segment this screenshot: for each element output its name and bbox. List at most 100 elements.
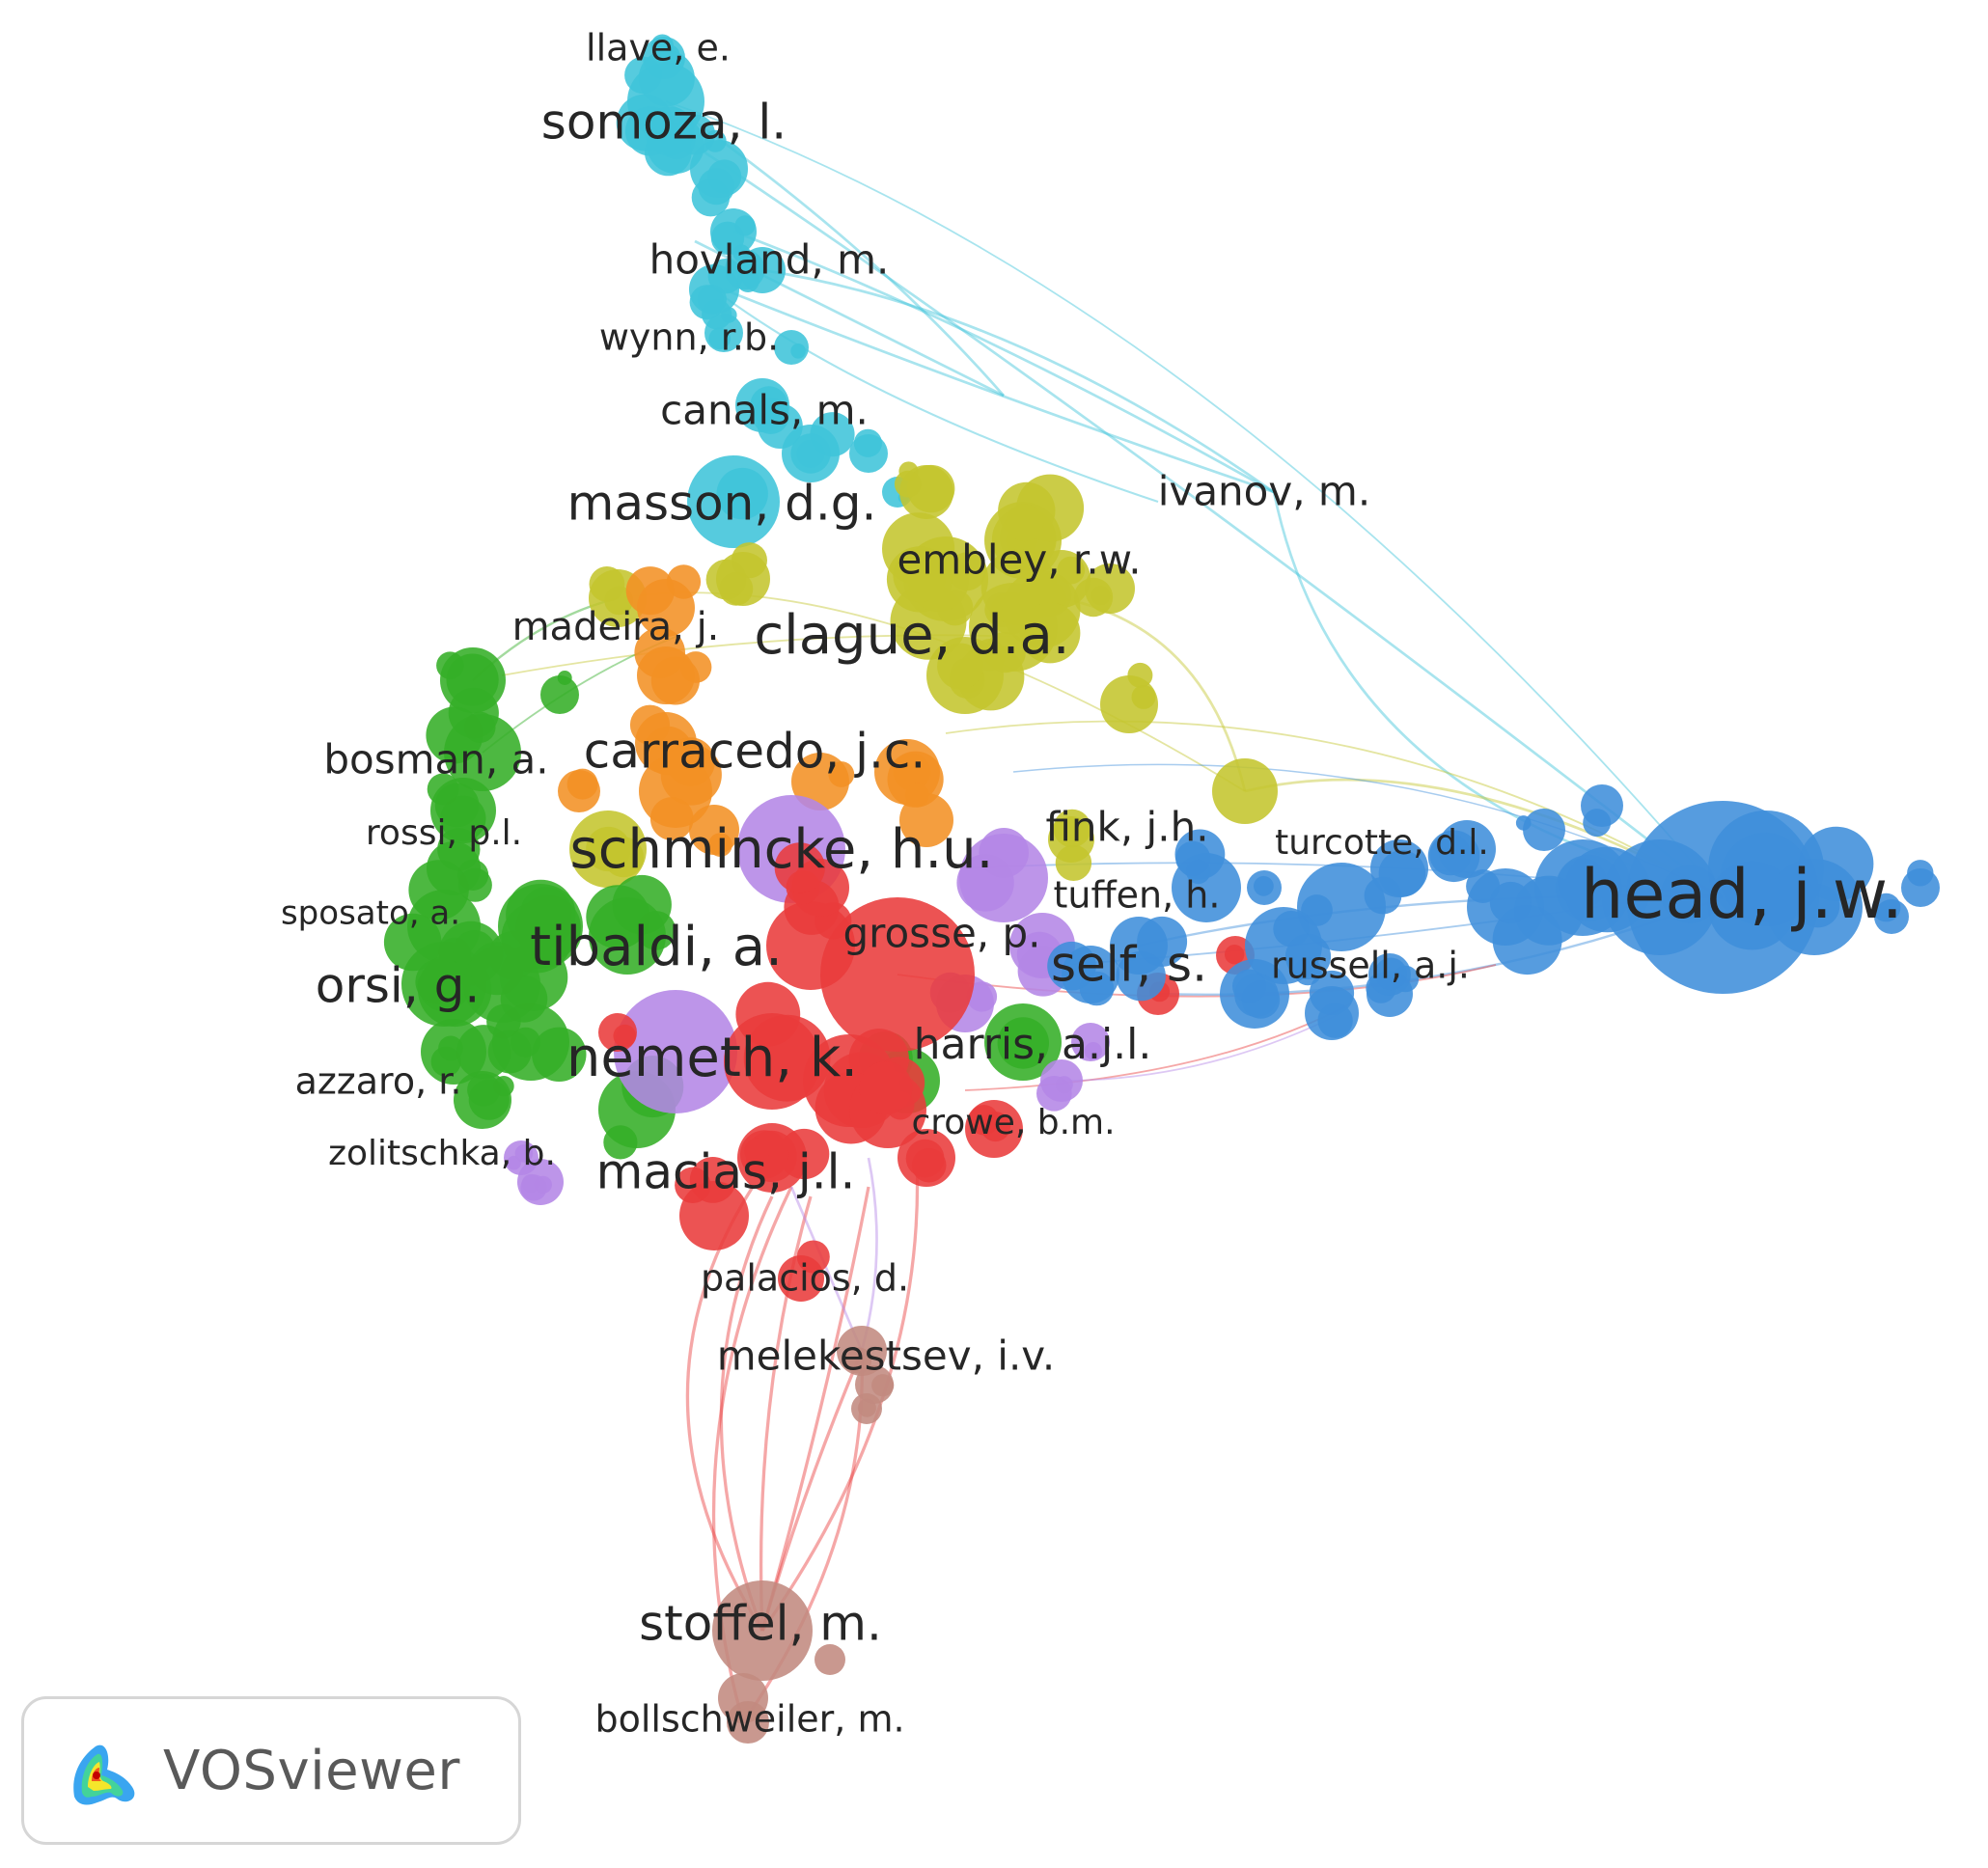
author-node-green bbox=[557, 671, 572, 685]
author-node-cyan bbox=[734, 215, 756, 236]
author-label-hovland: hovland, m. bbox=[649, 236, 890, 284]
author-node-orange bbox=[904, 783, 929, 808]
author-node-yellow bbox=[589, 566, 625, 602]
author-node-green bbox=[511, 1027, 541, 1058]
author-label-ivanov: ivanov, m. bbox=[1158, 468, 1370, 515]
author-node-green bbox=[540, 675, 579, 714]
author-label-russell: russell, a.j. bbox=[1271, 945, 1470, 987]
author-node-purple bbox=[1036, 1076, 1072, 1112]
author-node-cyan bbox=[698, 168, 735, 206]
author-node-red bbox=[779, 1128, 830, 1180]
author-node-red bbox=[1225, 945, 1245, 965]
author-node-purple bbox=[979, 828, 1029, 878]
author-node-cyan bbox=[716, 467, 768, 520]
author-node-green bbox=[464, 711, 496, 743]
author-node-yellow bbox=[1131, 684, 1156, 709]
author-node-cyan bbox=[853, 428, 883, 457]
author-node-red bbox=[859, 1061, 913, 1114]
author-label-embley: embley, r.w. bbox=[897, 536, 1141, 584]
author-node-purple bbox=[966, 981, 998, 1012]
author-node-brown bbox=[857, 1398, 876, 1417]
author-label-crowe: crowe, b.m. bbox=[911, 1103, 1115, 1142]
author-node-cyan bbox=[704, 129, 727, 152]
author-node-brown bbox=[727, 1701, 769, 1744]
network-link bbox=[759, 1195, 813, 1632]
author-label-head: head, j.w. bbox=[1581, 855, 1903, 934]
network-nodes bbox=[383, 34, 1940, 1744]
network-link bbox=[723, 288, 1275, 494]
author-node-blue bbox=[1293, 957, 1322, 986]
vosviewer-brand-text: VOSviewer bbox=[163, 1739, 460, 1802]
network-link bbox=[663, 124, 1724, 899]
author-label-bollschweiler: bollschweiler, m. bbox=[594, 1698, 904, 1741]
network-link bbox=[945, 720, 1724, 898]
author-node-yellow bbox=[1091, 586, 1111, 606]
author-label-madeira: madeira, j. bbox=[512, 605, 720, 649]
author-label-nemeth: nemeth, k. bbox=[566, 1027, 858, 1089]
author-node-yellow bbox=[893, 548, 947, 602]
author-node-green bbox=[456, 1025, 511, 1080]
author-node-green bbox=[997, 1017, 1050, 1069]
author-node-green bbox=[437, 828, 481, 871]
author-label-canals: canals, m. bbox=[660, 387, 869, 434]
author-label-stoffel: stoffel, m. bbox=[639, 1596, 882, 1652]
author-node-brown bbox=[871, 1374, 895, 1397]
network-link bbox=[732, 230, 1275, 494]
author-label-zolitschka: zolitschka, b. bbox=[328, 1134, 556, 1173]
author-label-grosse: grosse, p. bbox=[842, 910, 1040, 957]
author-node-yellow bbox=[1053, 809, 1091, 848]
author-node-cyan bbox=[721, 307, 737, 323]
author-node-blue bbox=[1661, 865, 1720, 923]
network-link bbox=[761, 268, 1275, 494]
author-node-green bbox=[468, 1079, 510, 1120]
author-node-green bbox=[408, 860, 469, 920]
author-label-orsi: orsi, g. bbox=[316, 958, 481, 1014]
author-node-purple bbox=[1084, 1042, 1103, 1060]
author-node-yellow bbox=[1212, 758, 1278, 824]
author-label-llave: llave, e. bbox=[586, 27, 731, 69]
author-node-red bbox=[820, 897, 975, 1052]
author-node-purple bbox=[614, 990, 737, 1113]
author-label-clague: clague, d.a. bbox=[754, 604, 1069, 667]
author-node-blue bbox=[1515, 815, 1532, 831]
network-link bbox=[719, 1195, 774, 1632]
author-node-brown bbox=[712, 1580, 813, 1681]
author-node-yellow bbox=[586, 826, 631, 872]
author-node-blue bbox=[1523, 809, 1565, 851]
author-node-cyan bbox=[790, 433, 831, 474]
author-node-blue bbox=[1317, 1003, 1353, 1038]
author-node-yellow bbox=[1057, 556, 1086, 585]
author-node-blue bbox=[1309, 970, 1355, 1016]
author-node-cyan bbox=[736, 269, 759, 292]
vosviewer-logo-icon bbox=[73, 1744, 135, 1805]
author-node-red bbox=[796, 1240, 830, 1274]
author-node-blue bbox=[1254, 875, 1274, 896]
author-node-yellow bbox=[1055, 844, 1092, 881]
author-node-orange bbox=[566, 768, 598, 800]
author-node-green bbox=[532, 1027, 587, 1083]
author-node-red bbox=[613, 1024, 637, 1048]
author-label-masson: masson, d.g. bbox=[567, 476, 877, 532]
author-node-blue bbox=[1796, 884, 1840, 928]
author-node-blue bbox=[1079, 971, 1115, 1006]
author-node-orange bbox=[634, 627, 685, 678]
network-link bbox=[1061, 1012, 1342, 1082]
author-label-bosman: bosman, a. bbox=[323, 736, 548, 783]
author-node-purple bbox=[514, 1144, 534, 1163]
author-node-blue bbox=[1186, 859, 1211, 885]
author-node-green bbox=[417, 969, 450, 1002]
author-node-yellow bbox=[1019, 602, 1081, 664]
author-node-green bbox=[427, 773, 459, 806]
author-node-cyan bbox=[790, 343, 806, 359]
author-node-purple bbox=[521, 1173, 540, 1194]
author-label-macias: macias, j.l. bbox=[596, 1144, 856, 1200]
author-node-blue bbox=[1232, 969, 1266, 1003]
network-link bbox=[685, 1186, 764, 1632]
author-node-cyan bbox=[708, 327, 731, 350]
author-node-orange bbox=[708, 833, 732, 857]
author-node-blue bbox=[1466, 869, 1501, 903]
author-label-schmincke: schmincke, h.u. bbox=[570, 818, 994, 881]
author-label-wynn: wynn, r.b. bbox=[599, 316, 779, 359]
vosviewer-badge: VOSviewer bbox=[21, 1696, 521, 1845]
